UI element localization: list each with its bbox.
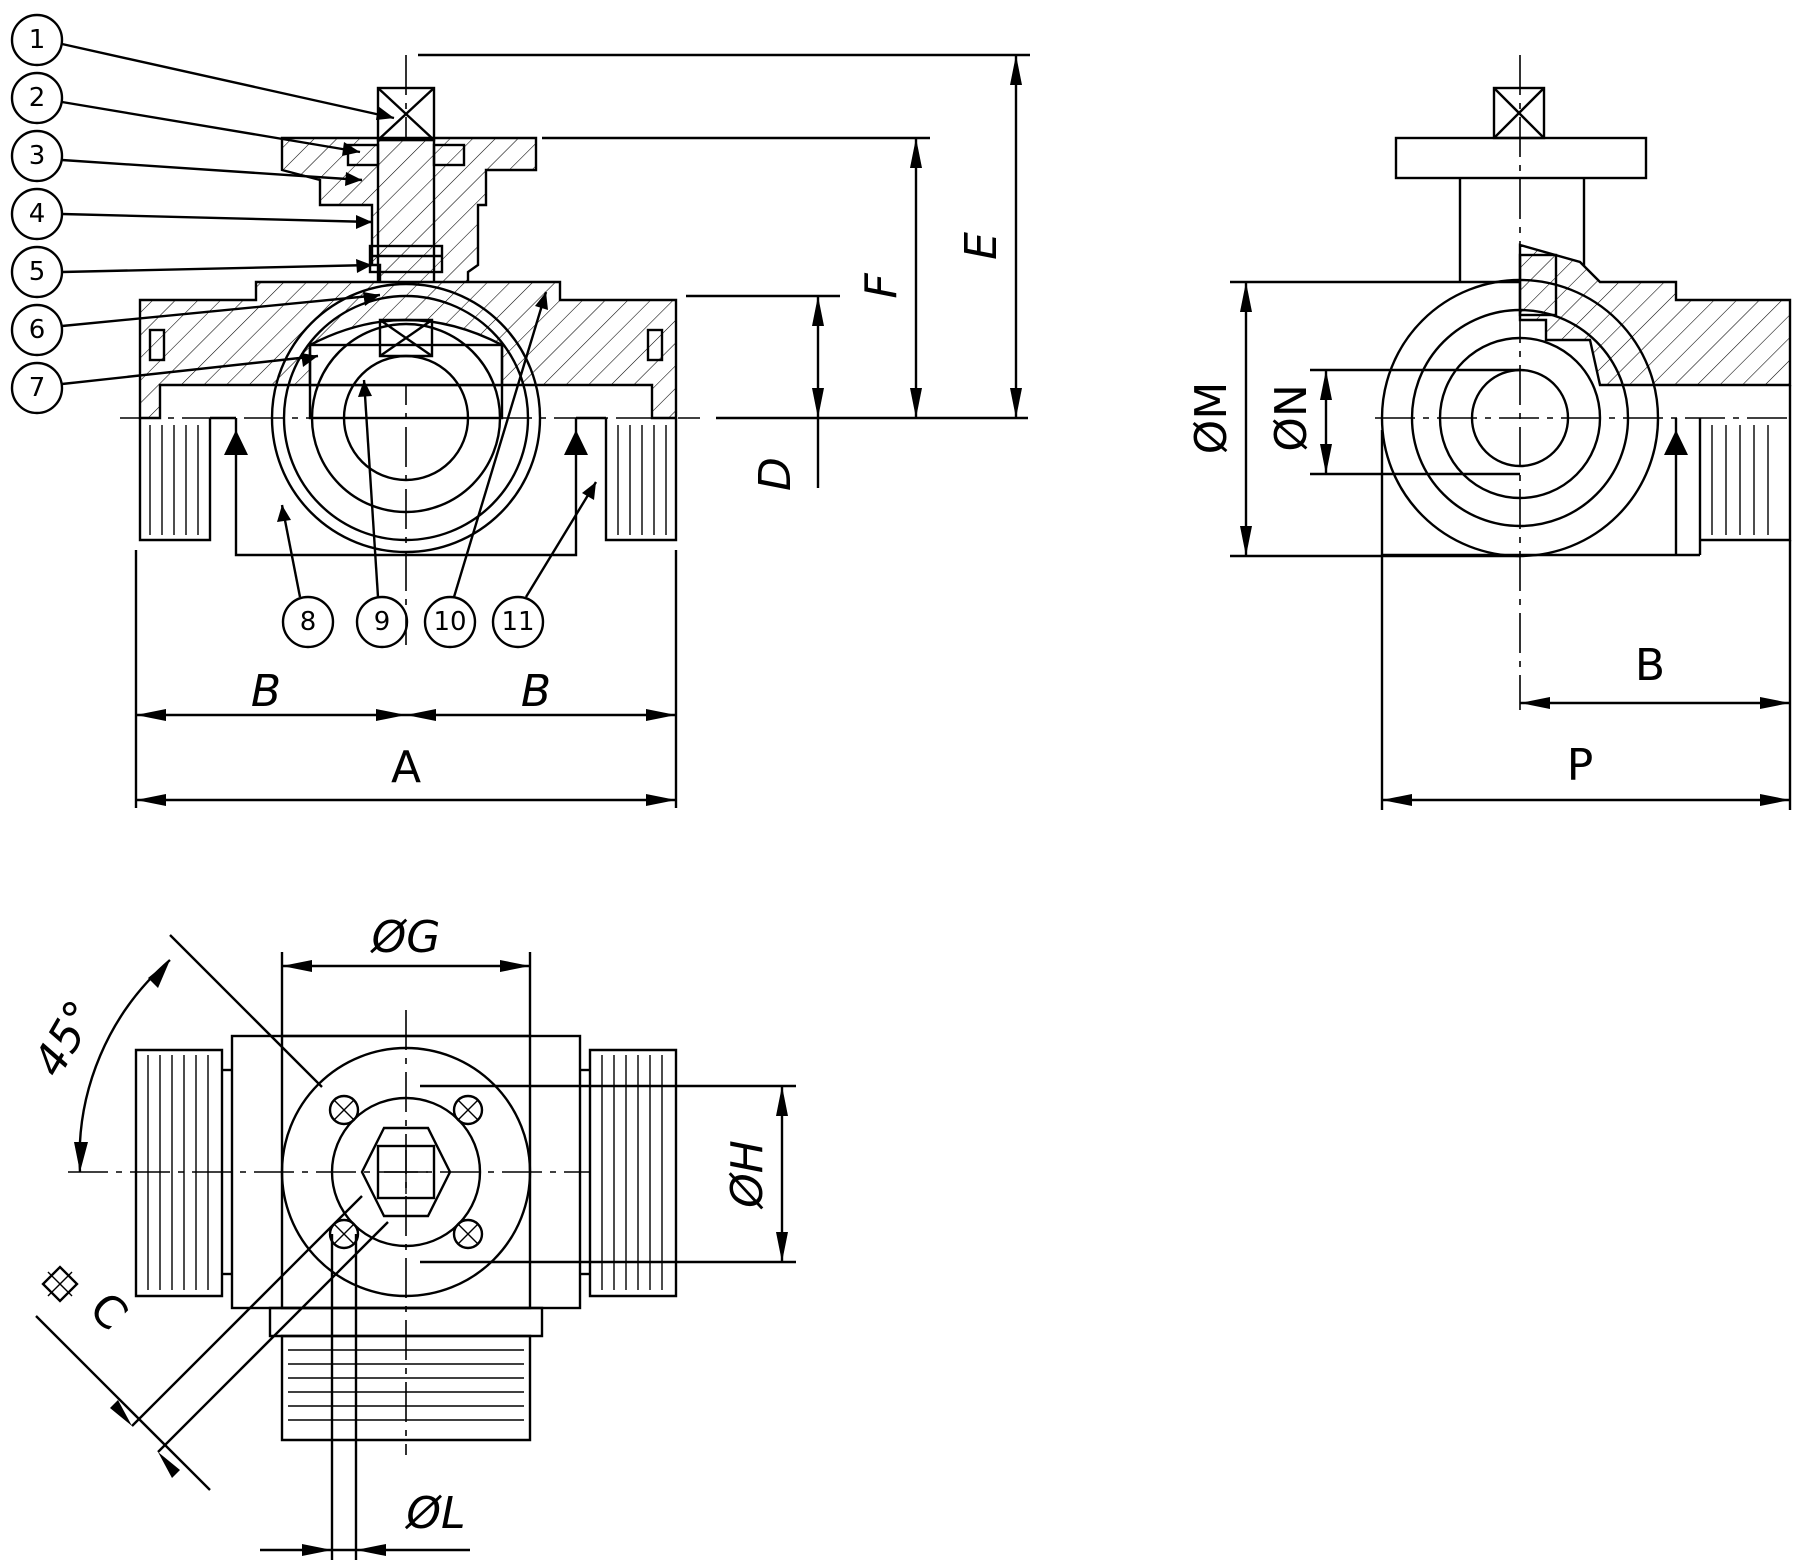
dim-m: ØM (1186, 382, 1237, 455)
balloon-8: 8 (281, 595, 335, 649)
svg-text:8: 8 (300, 607, 317, 637)
front-section-view: 1 2 3 4 5 6 7 8 9 10 11 (10, 13, 1030, 808)
balloon-5: 5 (10, 245, 64, 299)
svg-text:9: 9 (374, 607, 391, 637)
dim-a: A (391, 742, 421, 793)
svg-text:2: 2 (29, 83, 46, 113)
dim-n: ØN (1266, 384, 1317, 452)
dim-g: ØG (370, 912, 441, 963)
balloon-10: 10 (423, 595, 477, 649)
balloon-6: 6 (10, 303, 64, 357)
top-thread-right (601, 1055, 663, 1290)
leader-lines (61, 42, 598, 598)
svg-text:10: 10 (433, 607, 466, 637)
svg-text:3: 3 (29, 141, 46, 171)
balloon-2: 2 (10, 71, 64, 125)
dim-f: F (856, 273, 907, 299)
dim-l: ØL (404, 1488, 465, 1539)
thread-right (617, 425, 667, 535)
svg-text:6: 6 (29, 315, 46, 345)
side-thread (1711, 425, 1769, 535)
balloon-3: 3 (10, 129, 64, 183)
svg-text:11: 11 (501, 607, 534, 637)
balloon-11: 11 (491, 595, 545, 649)
dim-h: ØH (722, 1140, 773, 1210)
svg-text:1: 1 (29, 25, 46, 55)
balloon-4: 4 (10, 187, 64, 241)
bolt-holes (328, 1094, 484, 1250)
dim-b-side: B (1635, 640, 1665, 691)
side-view: ØM ØN B P (1186, 55, 1792, 810)
dim-c: C (79, 1283, 137, 1341)
top-thread-left (147, 1055, 209, 1290)
dim-p: P (1567, 740, 1594, 791)
top-view: ØG ØH ØL 45° C (24, 912, 796, 1560)
dim-b-right: B (521, 666, 551, 717)
dim-e: E (956, 232, 1007, 260)
balloon-9: 9 (355, 595, 409, 649)
thread-left (149, 425, 199, 535)
balloon-1: 1 (10, 13, 64, 67)
dim-b-left: B (251, 666, 281, 717)
balloon-7: 7 (10, 361, 64, 415)
svg-text:7: 7 (29, 373, 46, 403)
top-thread-bottom (288, 1349, 524, 1421)
dim-d: D (750, 457, 801, 491)
square-symbol (41, 1265, 79, 1303)
svg-text:5: 5 (29, 257, 46, 287)
svg-text:4: 4 (29, 199, 46, 229)
